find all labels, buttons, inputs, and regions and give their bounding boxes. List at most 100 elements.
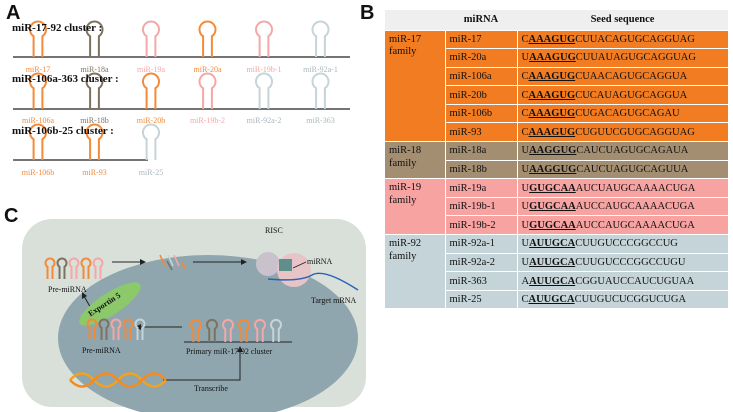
seed-pre: C: [521, 70, 529, 82]
hairpin-miR-19b-2: [198, 72, 217, 109]
hairpin-miR-19a: [142, 20, 160, 57]
hairpin-label: miR-19b-1: [246, 65, 282, 74]
hairpin-miR-106b: [29, 123, 47, 160]
mirna-cell: miR-92a-2: [445, 253, 518, 273]
mirna-cell: miR-18b: [445, 160, 518, 180]
label-target-mrna: Target mRNA: [311, 296, 357, 305]
seed-post: AUCCAUGCAAAACUGA: [575, 219, 695, 231]
hairpin-miR-93: [85, 123, 104, 160]
hairpin-label: miR-19b-2: [189, 116, 226, 125]
seed-pre: U: [521, 163, 530, 175]
mature-mirna-fragment: [180, 260, 187, 271]
mirna-cell: miR-106b: [445, 104, 518, 124]
seed-pre: U: [521, 201, 530, 213]
seed-post: CUGUUCGUGCAGGUAG: [575, 126, 695, 138]
panel-label-a: A: [6, 2, 21, 24]
seed-seed: AUUGCA: [529, 256, 576, 268]
seed-seed: GUGCAA: [529, 182, 576, 194]
hairpin-label: miR-106a: [22, 116, 54, 125]
family-cell: miR-18 family: [385, 141, 446, 180]
mirna-cell: miR-20b: [445, 85, 518, 105]
hairpin-miR-18a: [85, 20, 104, 57]
primary-hairpin: [254, 318, 266, 342]
seed-post: AUCUAUGCAAAACUGA: [575, 182, 696, 194]
hairpin-label: miR-18a: [80, 65, 109, 74]
hairpin-miR-19b-1: [255, 20, 273, 57]
seed-post: CUUGUCCCGGCCUGU: [575, 256, 686, 268]
seed-cell: UAAGGUGCAUCUAGUGCAGUUA: [517, 160, 728, 180]
pre-mirna-hairpin: [86, 318, 98, 340]
cluster-title: miR-106b-25 cluster :: [12, 125, 114, 137]
seed-cell: CAAAGUGCUGUUCGUGCAGGUAG: [517, 122, 728, 143]
hairpin-miR-20b: [142, 72, 160, 109]
hairpin-miR-18b: [85, 72, 104, 109]
seed-pre: C: [521, 294, 529, 306]
family-cell: miR-17 family: [385, 30, 446, 143]
seed-post: CAUCUAGUGCAGAUA: [576, 145, 689, 157]
mirna-cell: miR-106a: [445, 67, 518, 87]
hairpin-miR-20a: [198, 20, 217, 57]
mature-mirna-fragment: [166, 260, 173, 271]
seed-cell: CAAAGUGCUAACAGUGCAGGUA: [517, 67, 728, 87]
seed-seed: AAAGUG: [528, 70, 576, 82]
hairpin-label: miR-18b: [80, 116, 109, 125]
seed-post: CUUAUAGUGCAGGUAG: [575, 52, 696, 64]
mirna-cell: miR-25: [445, 290, 518, 310]
panel-label-c: C: [4, 205, 19, 227]
seed-cell: UAAGGUGCAUCUAGUGCAGAUA: [517, 141, 728, 161]
risc-complex-left: [256, 252, 280, 276]
risc-mirna-block: [279, 259, 292, 271]
cluster-title: miR-106a-363 cluster :: [12, 73, 119, 85]
hairpin-label: miR-25: [138, 168, 164, 177]
mirna-pointer: [292, 261, 307, 269]
dna-strand-2: [69, 372, 167, 388]
family-cell: miR-92 family: [385, 234, 446, 310]
hairpin-label: miR-19a: [137, 65, 165, 74]
seed-pre: U: [521, 182, 530, 194]
pre-mirna-hairpin: [122, 318, 134, 340]
mirna-cell: miR-20a: [445, 48, 518, 68]
seed-post: CAUCUAGUGCAGUUA: [576, 163, 689, 175]
hairpin-label: miR-20a: [193, 65, 222, 74]
pre-mirna-hairpin: [44, 257, 56, 279]
seed-seed: GUGCAA: [529, 201, 576, 213]
table-header-mirna: miRNA: [445, 10, 517, 31]
exportin-5: [79, 282, 141, 326]
seed-pre: C: [521, 89, 529, 101]
mature-mirna-fragment: [173, 254, 180, 267]
pre-mirna-hairpin: [98, 318, 110, 340]
label-pre-mirna-top: Pre-miRNA: [48, 285, 87, 294]
seed-post: CUAACAGUGCAGGUA: [575, 70, 688, 82]
seed-pre: A: [521, 275, 530, 287]
seed-pre: U: [521, 145, 530, 157]
hairpin-label: miR-106b: [21, 168, 55, 177]
label-risc: RISC: [265, 226, 283, 235]
label-transcribe: Transcribe: [194, 384, 228, 393]
arrowhead: [82, 292, 87, 299]
seed-seed: GUGCAA: [529, 219, 576, 231]
seed-cell: CAAAGUGCUUACAGUGCAGGUAG: [517, 30, 728, 50]
arrowhead: [241, 259, 247, 265]
primary-hairpin: [222, 318, 234, 342]
mirna-cell: miR-19b-1: [445, 197, 518, 217]
seed-pre: C: [521, 33, 529, 45]
seed-seed: AUUGCA: [528, 294, 575, 306]
hairpin-miR-92a-2: [255, 72, 273, 109]
hairpin-miR-106a: [29, 72, 47, 109]
label-mirna: miRNA: [307, 257, 333, 266]
primary-hairpin: [190, 318, 202, 342]
seed-seed: AUUGCA: [529, 238, 576, 250]
arrowhead: [140, 259, 146, 265]
seed-cell: CAAAGUGCUCAUAGUGCAGGUA: [517, 85, 728, 105]
seed-seed: AAAGUG: [528, 126, 576, 138]
seed-pre: C: [521, 126, 529, 138]
